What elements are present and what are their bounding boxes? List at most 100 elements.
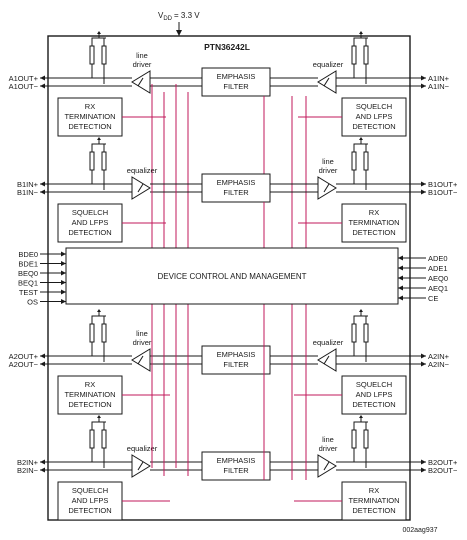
left-pin-beq1: BEQ1 — [18, 279, 38, 288]
right-pin-ce: CE — [428, 294, 438, 303]
equalizer-left-mark — [137, 461, 144, 471]
left-pin-bde1: BDE1 — [18, 260, 38, 269]
equalizer-left-mark — [137, 183, 144, 193]
vdd-arrow — [176, 30, 182, 36]
left-detection-label: SQUELCH — [72, 486, 108, 495]
pin-right-n: B2OUT− — [428, 466, 458, 475]
right-detection-block — [341, 203, 407, 243]
pin-right-n: B1OUT− — [428, 188, 458, 197]
left-termination-resistor-p — [89, 45, 95, 65]
line-driver-right-mark — [323, 461, 330, 471]
right-detection-label: DETECTION — [352, 228, 395, 237]
left-termination-resistor-n — [101, 151, 107, 171]
right-termination-leads — [353, 422, 367, 468]
right-detection-label: TERMINATION — [348, 218, 399, 227]
left-termination-bus — [91, 312, 106, 320]
right-termination-bias-arrow — [359, 137, 363, 140]
vdd-label: VDD= 3.3 V — [158, 11, 200, 22]
pin-arrow — [40, 459, 45, 465]
left-termination-resistor-p — [89, 429, 95, 449]
right-termination-resistor-n — [363, 429, 369, 449]
right-amp-label: line — [322, 157, 334, 166]
emphasis-filter — [201, 67, 271, 97]
left-detection-label: DETECTION — [68, 228, 111, 237]
channel-4: B2IN+B2IN−B2OUT+B2OUT−equalizerlinedrive… — [17, 304, 458, 521]
pin-arrow — [421, 459, 426, 465]
right-termination-resistor-n — [363, 323, 369, 343]
right-detection-label: DETECTION — [352, 122, 395, 131]
right-pin-aeq0: AEQ0 — [428, 274, 448, 283]
right-detection-label: RX — [369, 208, 379, 217]
right-pin-ade0: ADE0 — [428, 254, 448, 263]
figure-id: 002aag937 — [402, 527, 437, 534]
right-termination-leads — [353, 38, 367, 84]
channel-2: B1IN+B1IN−B1OUT+B1OUT−equalizerlinedrive… — [17, 137, 458, 248]
left-termination-leads — [91, 144, 105, 190]
left-amp-label: driver — [133, 338, 152, 347]
right-pin-arrow — [398, 265, 403, 271]
left-pin-arrow — [61, 251, 66, 257]
right-termination-leads — [353, 316, 367, 362]
filter-label: EMPHASIS — [217, 456, 256, 465]
right-detection-label: DETECTION — [352, 400, 395, 409]
right-detection-label: TERMINATION — [348, 496, 399, 505]
right-detection-label: DETECTION — [352, 506, 395, 515]
right-pin-ade1: ADE1 — [428, 264, 448, 273]
left-termination-leads — [91, 422, 105, 468]
pin-left-p: B1IN+ — [17, 180, 39, 189]
pin-arrow — [40, 189, 45, 195]
right-termination-bus — [353, 312, 368, 320]
left-detection-label: AND LFPS — [72, 218, 109, 227]
pin-left-p: A1OUT+ — [9, 74, 39, 83]
left-termination-resistor-p — [89, 151, 95, 171]
filter-label: FILTER — [223, 188, 249, 197]
left-amp-label: equalizer — [127, 166, 158, 175]
pin-arrow — [40, 181, 45, 187]
left-termination-bias-arrow — [97, 309, 101, 312]
right-detection-label: AND LFPS — [356, 390, 393, 399]
left-detection-label: TERMINATION — [64, 112, 115, 121]
right-termination-bias-arrow — [359, 309, 363, 312]
right-termination-resistor-p — [351, 429, 357, 449]
line-driver-right-mark — [323, 183, 330, 193]
left-pin-arrow — [61, 280, 66, 285]
left-detection-block — [57, 481, 123, 521]
right-termination-resistor-n — [363, 151, 369, 171]
left-amp-label: driver — [133, 60, 152, 69]
right-termination-resistor-p — [351, 151, 357, 171]
control-label: DEVICE CONTROL AND MANAGEMENT — [157, 272, 306, 281]
right-detection-label: RX — [369, 486, 379, 495]
right-amp-label: equalizer — [313, 60, 344, 69]
emphasis-filter — [201, 451, 271, 481]
left-pin-beq0: BEQ0 — [18, 269, 38, 278]
right-detection-label: AND LFPS — [356, 112, 393, 121]
right-termination-leads — [353, 144, 367, 190]
left-termination-bias-arrow — [97, 415, 101, 418]
pin-arrow — [421, 467, 426, 473]
left-detection-label: RX — [85, 380, 95, 389]
right-termination-bias-arrow — [359, 415, 363, 418]
right-termination-bias-arrow — [359, 31, 363, 34]
left-amp-label: line — [136, 51, 148, 60]
pin-right-p: A2IN+ — [428, 352, 450, 361]
filter-label: EMPHASIS — [217, 350, 256, 359]
pin-arrow — [421, 75, 426, 81]
pin-right-n: A1IN− — [428, 82, 450, 91]
left-pin-arrow — [61, 261, 66, 266]
right-termination-bus — [353, 34, 368, 42]
left-termination-bias-arrow — [97, 31, 101, 34]
left-termination-bus — [91, 418, 106, 426]
right-amp-label: line — [322, 435, 334, 444]
right-detection-label: SQUELCH — [356, 380, 392, 389]
control-block — [65, 247, 399, 305]
pin-left-n: A1OUT− — [9, 82, 39, 91]
left-pin-bde0: BDE0 — [18, 250, 38, 259]
right-pin-arrow — [398, 295, 403, 301]
right-pin-arrow — [398, 285, 403, 291]
pin-arrow — [421, 83, 426, 89]
line-driver-left-mark — [137, 355, 144, 365]
right-termination-resistor-p — [351, 323, 357, 343]
